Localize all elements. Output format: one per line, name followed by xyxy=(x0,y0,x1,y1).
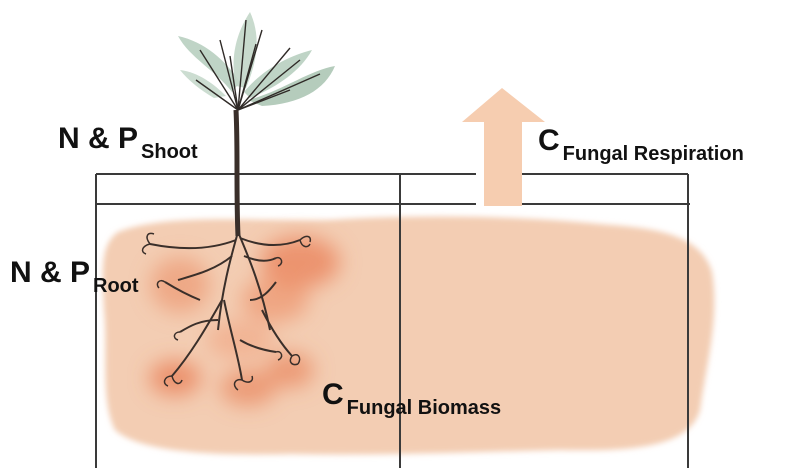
plant-leaves xyxy=(178,12,335,106)
label-main: N & P xyxy=(10,256,90,289)
plant-stem xyxy=(236,110,238,236)
label-subscript: Fungal Biomass xyxy=(347,397,501,419)
label-subscript: Fungal Respiration xyxy=(563,143,744,165)
label-subscript: Shoot xyxy=(141,141,198,163)
label-main: N & P xyxy=(58,122,138,155)
label-subscript: Root xyxy=(93,275,139,297)
respiration-arrow xyxy=(462,88,545,206)
label-main: C xyxy=(538,124,560,157)
label-main: C xyxy=(322,378,344,411)
